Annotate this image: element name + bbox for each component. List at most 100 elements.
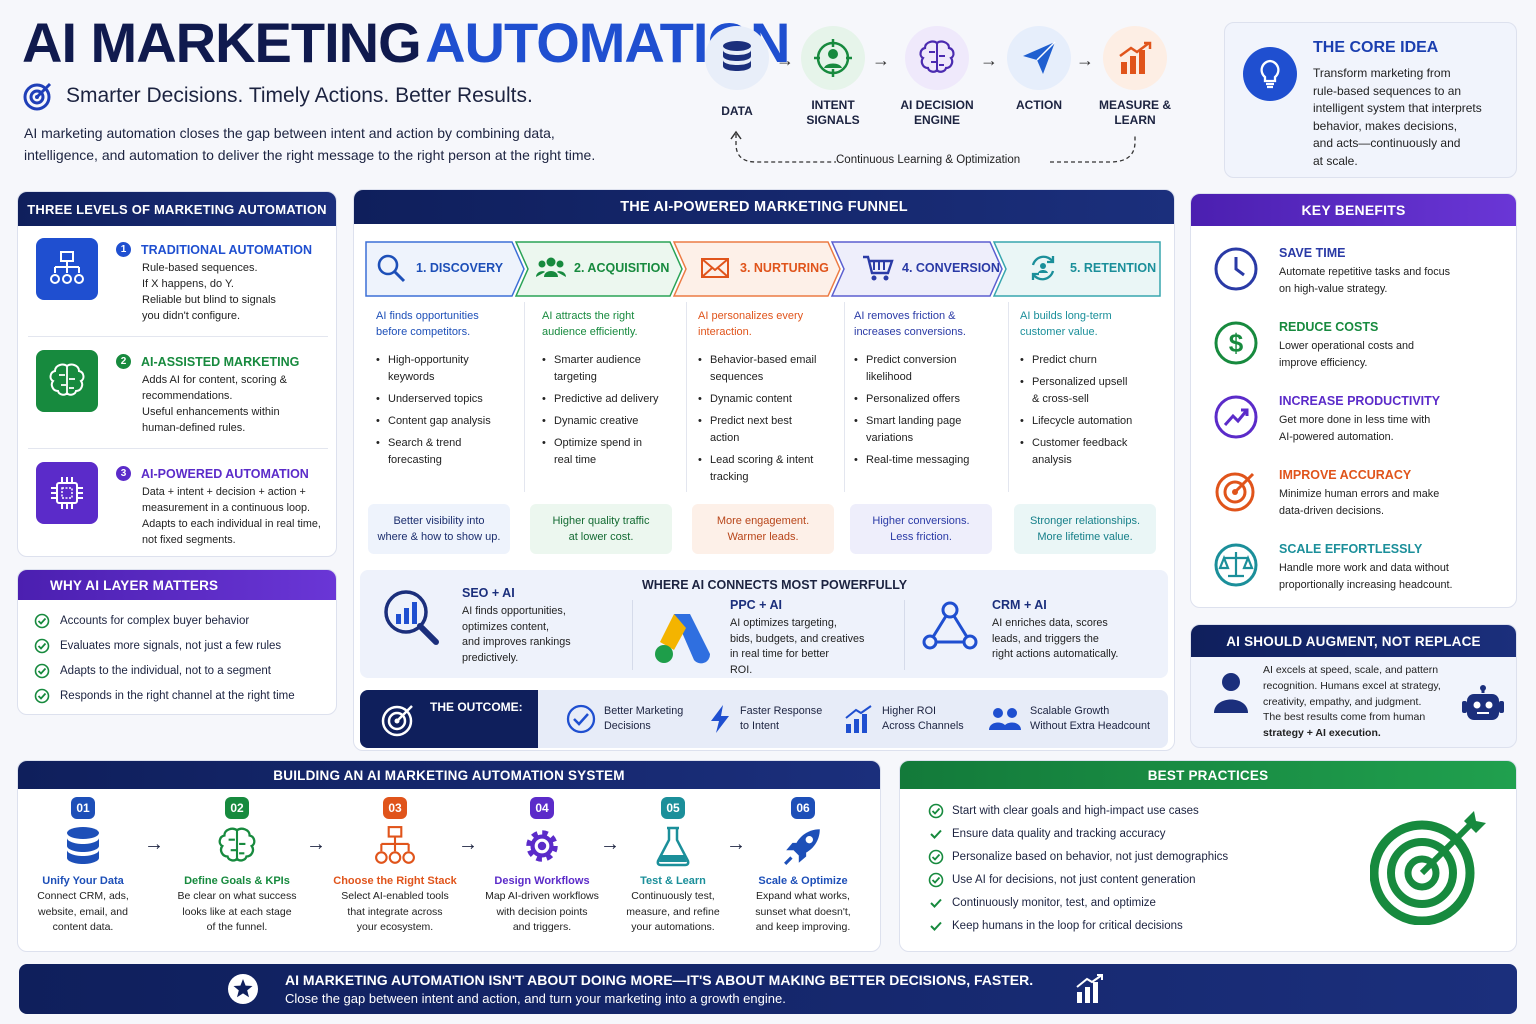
augment-header: AI SHOULD AUGMENT, NOT REPLACE [1191, 625, 1516, 657]
footer-headline: AI MARKETING AUTOMATION ISN'T ABOUT DOIN… [285, 972, 1034, 988]
flow-item-ai-engine: AI DECISION ENGINE [892, 26, 982, 128]
dollar-icon: $ [1214, 321, 1258, 365]
result-nurturing: More engagement.Warmer leads. [692, 504, 834, 554]
cart-icon [863, 255, 894, 281]
augment-card: AI SHOULD AUGMENT, NOT REPLACE AI excels… [1190, 624, 1517, 748]
why-header: WHY AI LAYER MATTERS [18, 570, 336, 600]
person-icon [1214, 673, 1248, 713]
build-step-3: 03 Choose the Right Stack Select AI-enab… [330, 797, 460, 936]
envelope-icon [701, 258, 729, 278]
build-step-2: 02 Define Goals & KPIs Be clear on what … [172, 797, 302, 936]
clock-icon [1214, 247, 1258, 291]
target-icon [1215, 472, 1255, 512]
why-item: Responds in the right channel at the rig… [34, 683, 295, 708]
stage-retention: 5. RETENTION [1028, 240, 1156, 296]
core-idea-title: THE CORE IDEA [1313, 39, 1439, 56]
check-icon [930, 898, 942, 908]
connect-seo: SEO + AI AI finds opportunities,optimize… [462, 586, 571, 664]
check-circle-icon [928, 803, 944, 818]
flowchart-icon [36, 238, 98, 300]
check-circle-icon [34, 638, 50, 653]
check-circle-icon [34, 663, 50, 678]
build-step-6: 06 Scale & Optimize Expand what works,su… [738, 797, 868, 936]
stage-discovery: 1. DISCOVERY [376, 240, 503, 296]
check-circle-icon [34, 613, 50, 628]
connect-ppc: PPC + AI AI optimizes targeting,bids, bu… [730, 598, 865, 676]
why-list: Accounts for complex buyer behavior Eval… [34, 608, 295, 708]
flask-icon [656, 826, 690, 867]
bullseye-icon [1370, 811, 1486, 925]
stage-nurturing: 3. NURTURING [700, 240, 829, 296]
scales-icon [1214, 543, 1258, 587]
growth-chart-icon [1119, 41, 1152, 74]
funnel-card: THE AI-POWERED MARKETING FUNNEL 1. DISCO… [353, 189, 1175, 751]
rocket-icon [784, 829, 820, 865]
gear-icon [526, 830, 558, 862]
flow-arrow: → [1076, 50, 1094, 70]
lightning-icon [711, 705, 729, 733]
benefits-header: KEY BENEFITS [1191, 194, 1516, 226]
subtitle-row: Smarter Decisions. Timely Actions. Bette… [22, 80, 533, 112]
flow-item-data: DATA [692, 26, 782, 119]
stack-hierarchy-icon [375, 826, 415, 864]
connects-title: WHERE AI CONNECTS MOST POWERFULLY [642, 578, 908, 592]
footer-subline: Close the gap between intent and action,… [285, 991, 786, 1006]
bar-chart-up-icon [845, 705, 872, 733]
intro-text: AI marketing automation closes the gap b… [24, 125, 596, 163]
brain-icon [36, 350, 98, 412]
page-title: AI MARKETING AUTOMATION [22, 10, 790, 75]
search-icon [377, 254, 406, 283]
check-circle-icon [566, 704, 596, 734]
svg-text:$: $ [1229, 328, 1244, 358]
practices-list: Start with clear goals and high-impact u… [928, 799, 1228, 937]
check-circle-icon [34, 688, 50, 703]
crm-network-icon [922, 601, 978, 650]
robot-icon [1462, 685, 1504, 720]
team-icon [989, 708, 1021, 730]
database-icon [723, 41, 751, 71]
title-part1: AI MARKETING [22, 11, 422, 74]
practices-card: BEST PRACTICES Start with clear goals an… [899, 760, 1517, 952]
ads-logo-icon [655, 614, 711, 664]
build-step-1: 01 Unify Your Data Connect CRM, ads,webs… [18, 797, 148, 936]
paper-plane-icon [1023, 41, 1056, 74]
why-item: Adapts to the individual, not to a segme… [34, 658, 295, 683]
intent-target-icon [814, 39, 852, 77]
levels-header: THREE LEVELS OF MARKETING AUTOMATION [18, 192, 336, 226]
flow-arrow: → [872, 50, 890, 70]
flow-arrow: → [980, 50, 998, 70]
stage-acquisition: 2. ACQUISITION [536, 240, 669, 296]
why-item: Accounts for complex buyer behavior [34, 608, 295, 633]
flow-item-measure: MEASURE & LEARN [1090, 26, 1180, 128]
check-circle-icon [928, 849, 944, 864]
database-icon [67, 827, 99, 864]
why-card: WHY AI LAYER MATTERS Accounts for comple… [17, 569, 337, 715]
stage-conversion: 4. CONVERSION [862, 240, 1000, 296]
outcome-label-box: THE OUTCOME: [360, 690, 538, 748]
practice-item: Start with clear goals and high-impact u… [928, 799, 1228, 822]
build-step-5: 05 Test & Learn Continuously test,measur… [608, 797, 738, 936]
refresh-user-icon [1031, 255, 1055, 281]
step-arrow: → [144, 833, 164, 855]
practice-item: Keep humans in the loop for critical dec… [928, 914, 1228, 937]
step-arrow: → [458, 833, 478, 855]
flow-item-intent: INTENT SIGNALS [788, 26, 878, 128]
seo-magnifier-icon [384, 590, 439, 645]
target-icon [381, 705, 413, 737]
result-retention: Stronger relationships.More lifetime val… [1014, 504, 1156, 554]
growth-chart-icon [1076, 974, 1103, 1003]
star-icon [228, 974, 258, 1004]
practices-header: BEST PRACTICES [900, 761, 1516, 789]
result-conversion: Higher conversions.Less friction. [850, 504, 992, 554]
